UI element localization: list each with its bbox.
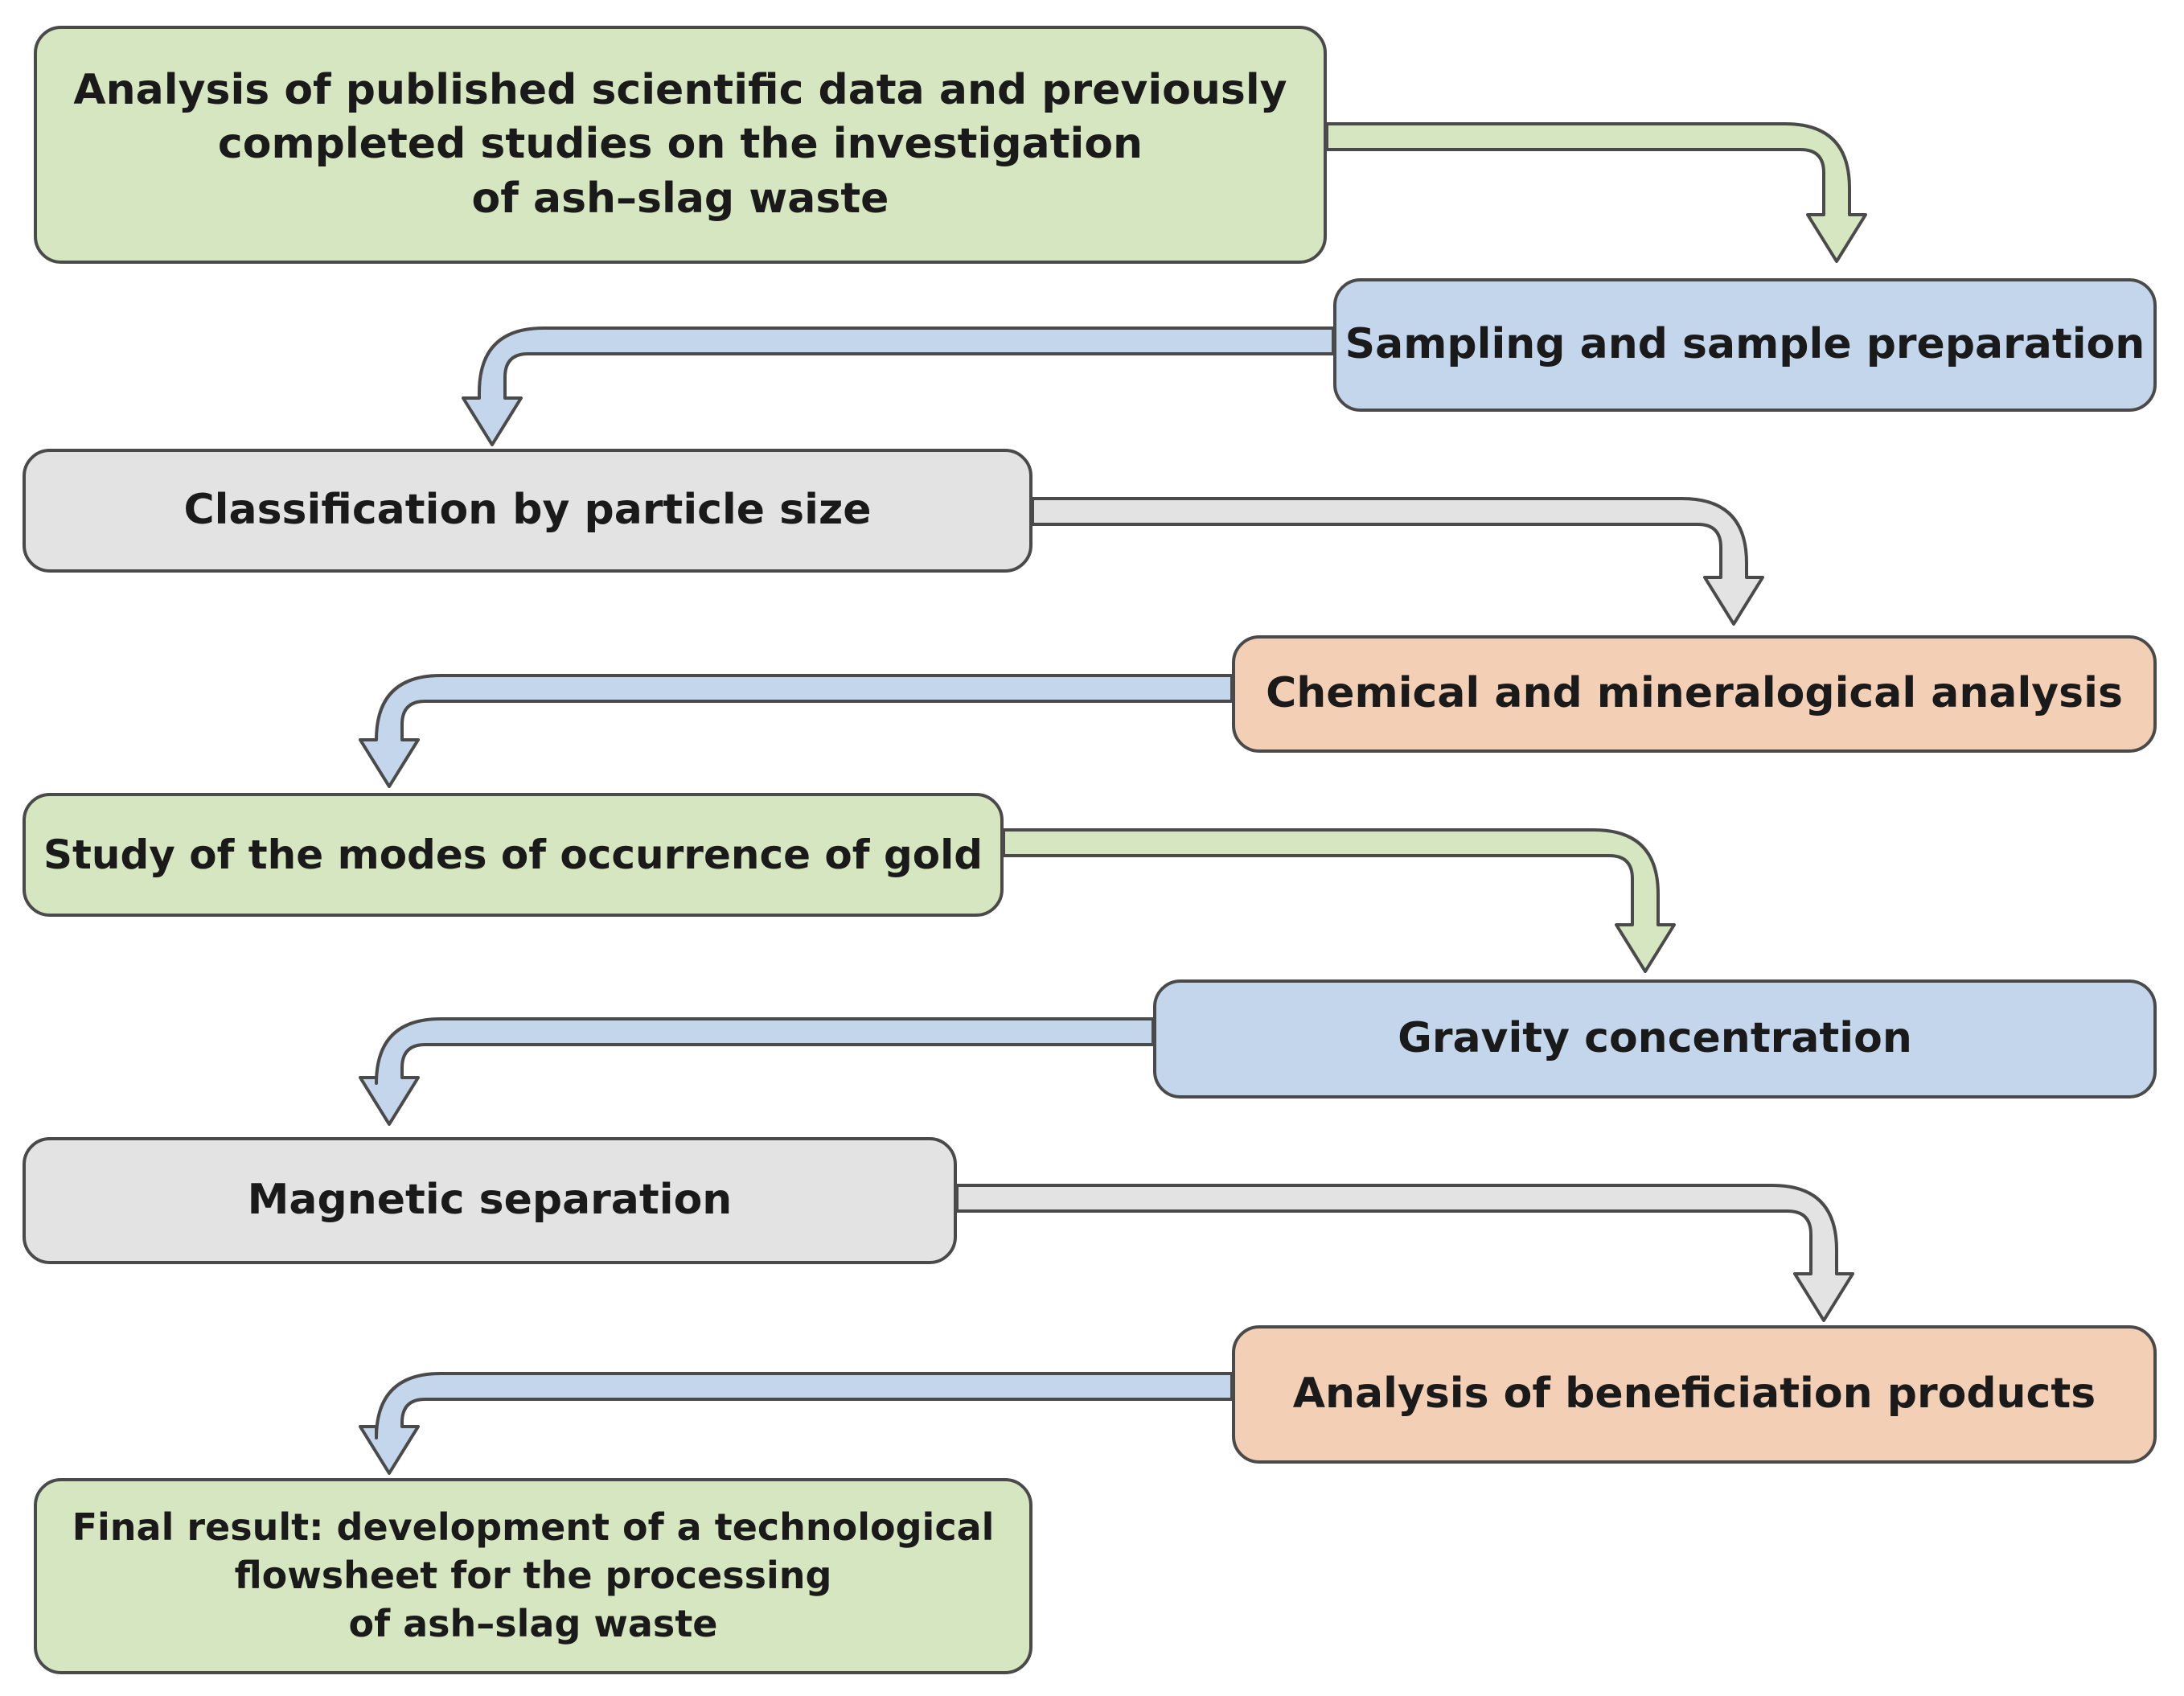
step-label: Analysis of beneficiation products [1292, 1370, 2096, 1419]
arrow-sampling-to-classification [462, 326, 1335, 446]
step-label: Sampling and sample preparation [1344, 320, 2145, 369]
arrow-gravity-concentration-to-magnetic-separation [359, 1017, 1155, 1126]
arrow-chemical-mineralogical-to-gold-occurrence [359, 674, 1234, 788]
step-label: Chemical and mineralogical analysis [1266, 669, 2123, 718]
step-label: Gravity concentration [1398, 1014, 1912, 1063]
step-label: Study of the modes of occurrence of gold [43, 831, 983, 878]
step-chemical-mineralogical: Chemical and mineralogical analysis [1232, 635, 2157, 753]
step-gold-occurrence: Study of the modes of occurrence of gold [23, 793, 1004, 917]
step-gravity-concentration: Gravity concentration [1153, 979, 2157, 1098]
step-classification: Classification by particle size [23, 449, 1032, 573]
step-analysis-published-data: Analysis of published scientific data an… [34, 26, 1327, 264]
step-sampling: Sampling and sample preparation [1333, 278, 2157, 412]
step-label: Magnetic separation [247, 1176, 733, 1225]
arrow-analysis-published-data-to-sampling [1325, 122, 1867, 263]
arrow-gold-occurrence-to-gravity-concentration [1002, 828, 1676, 973]
step-beneficiation-products: Analysis of beneficiation products [1232, 1325, 2157, 1464]
arrow-magnetic-separation-to-beneficiation-products [955, 1184, 1854, 1322]
arrow-classification-to-chemical-mineralogical [1031, 497, 1764, 626]
step-final-result: Final result: development of a technolog… [34, 1478, 1032, 1674]
arrow-beneficiation-products-to-final-result [359, 1372, 1234, 1475]
step-label: Classification by particle size [183, 486, 872, 535]
step-label: Final result: development of a technolog… [72, 1505, 995, 1645]
step-label: Analysis of published scientific data an… [73, 65, 1287, 223]
step-magnetic-separation: Magnetic separation [23, 1137, 957, 1264]
